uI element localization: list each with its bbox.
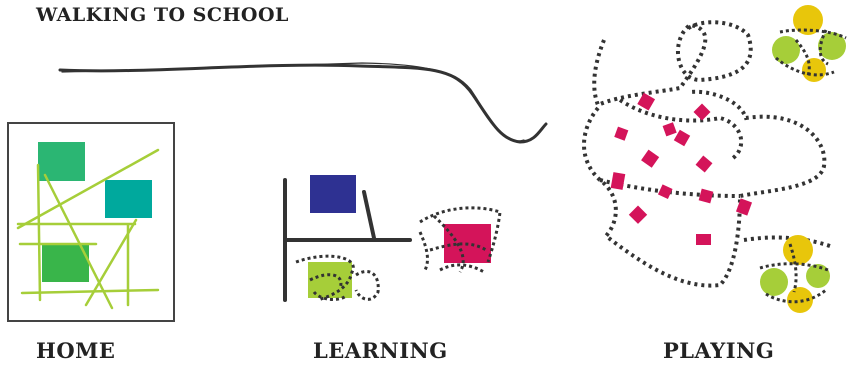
learning-illustration (283, 175, 502, 302)
home-illustration (7, 122, 175, 322)
play-cluster-bottom (759, 235, 830, 313)
section-label-playing: PLAYING (663, 338, 775, 363)
play-cluster-top (772, 5, 847, 82)
page-title: WALKING TO SCHOOL (36, 4, 289, 26)
section-label-learning: LEARNING (313, 338, 448, 363)
playing-illustration (582, 5, 847, 313)
section-label-home: HOME (36, 338, 116, 363)
